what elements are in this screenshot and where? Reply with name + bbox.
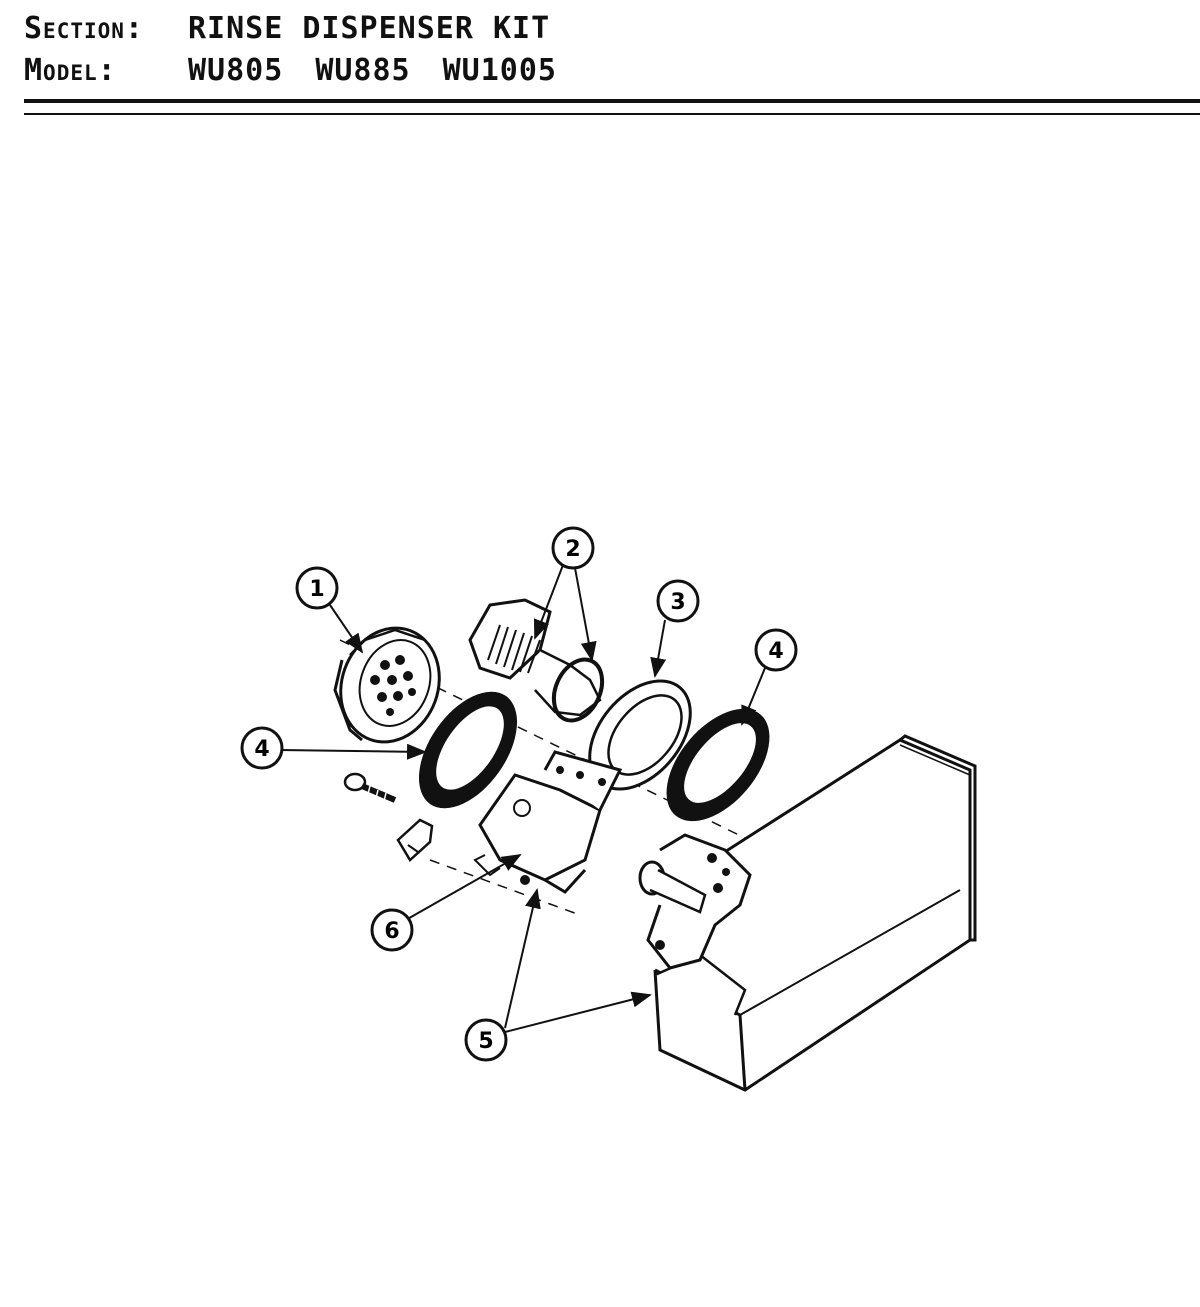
callout-4-right: 4 [754, 628, 798, 672]
ring-nut-part [588, 679, 692, 791]
callout-number: 5 [478, 1029, 493, 1054]
screw-axis-line [429, 859, 581, 916]
valve-fitting-part [638, 833, 752, 970]
section-row: Section: RINSE DISPENSER KIT [24, 8, 1194, 50]
callout-5: 5 [464, 1018, 508, 1062]
gasket-part [418, 691, 518, 809]
model-number: WU885 [315, 53, 411, 88]
gasket-part [666, 708, 770, 822]
model-row: Model: WU805 WU885 WU1005 [24, 50, 1194, 92]
dispenser-body-part [468, 598, 605, 723]
cap-part [333, 626, 441, 744]
callout-number: 4 [768, 639, 783, 664]
callout-6: 6 [370, 908, 414, 952]
header-rule-thick [24, 99, 1200, 103]
model-number: WU805 [188, 53, 284, 88]
callout-2: 2 [551, 526, 595, 570]
assembly-axis-line [339, 639, 791, 861]
header-rule-thin [24, 113, 1200, 115]
callout-number: 2 [565, 537, 580, 562]
section-label: Section: [24, 11, 144, 46]
callout-1: 1 [295, 566, 339, 610]
callout-4-left: 4 [240, 726, 284, 770]
screw-part [343, 772, 397, 803]
callout-number: 3 [670, 590, 685, 615]
section-title: RINSE DISPENSER KIT [188, 11, 551, 46]
bracket-switch-part [473, 750, 623, 894]
page-header: Section: RINSE DISPENSER KIT Model: WU805 W… [24, 8, 1194, 92]
callout-number: 1 [309, 577, 324, 602]
model-number: WU1005 [442, 53, 557, 88]
model-label: Model: [24, 53, 117, 88]
callout-3: 3 [656, 579, 700, 623]
reservoir-tank-part [653, 734, 977, 1092]
clip-part [396, 818, 434, 862]
callout-number: 6 [384, 919, 399, 944]
leader-lines [279, 564, 766, 1033]
callout-number: 4 [254, 737, 269, 762]
